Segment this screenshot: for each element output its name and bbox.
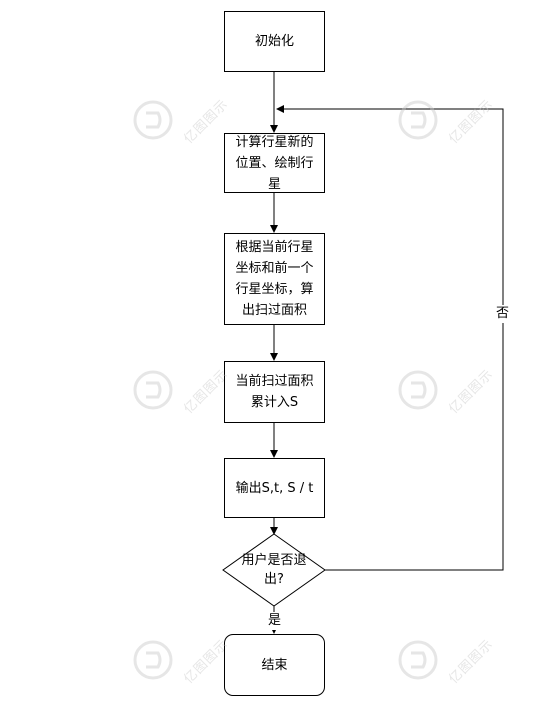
watermark-text: 亿图图示 [181,636,232,687]
watermark-logo-icon [133,100,173,140]
watermark-text: 亿图图示 [181,96,232,147]
edge-label-yes: 是 [266,612,284,630]
node-compute-position-label: 计算行星新的位置、绘制行星 [235,134,314,192]
decision-diamond [222,533,326,607]
node-decision: 用户是否退出? [238,548,310,592]
node-accumulate: 当前扫过面积累计入S [224,361,325,423]
node-sweep-area-label: 根据当前行星坐标和前一个行星坐标，算出扫过面积 [235,240,314,318]
node-sweep-area: 根据当前行星坐标和前一个行星坐标，算出扫过面积 [224,233,325,325]
watermark-mid-right: 亿图图示 [398,366,498,417]
node-end: 结束 [224,634,325,696]
node-end-label: 结束 [261,657,288,673]
node-decision-label: 用户是否退出? [241,553,307,587]
watermark-logo-icon [133,640,173,680]
watermark-top-right: 亿图图示 [398,96,498,147]
node-init: 初始化 [224,11,325,72]
watermark-logo-icon [398,100,438,140]
watermark-bottom-left: 亿图图示 [133,636,233,687]
watermark-logo-icon [398,640,438,680]
watermark-mid-left: 亿图图示 [133,366,233,417]
watermark-text: 亿图图示 [181,366,232,417]
node-accumulate-label: 当前扫过面积累计入S [235,374,314,410]
watermark-text: 亿图图示 [446,636,497,687]
edge-label-no: 否 [494,305,512,323]
edge-decision-loop-back [276,105,504,571]
node-compute-position: 计算行星新的位置、绘制行星 [224,133,325,193]
watermark-text: 亿图图示 [446,366,497,417]
watermark-text: 亿图图示 [446,96,497,147]
node-output-label: 输出S,t, S / t [235,480,314,496]
watermark-top-left: 亿图图示 [133,96,233,147]
node-output: 输出S,t, S / t [224,458,325,518]
watermark-logo-icon [398,370,438,410]
watermark-logo-icon [133,370,173,410]
watermark-bottom-right: 亿图图示 [398,636,498,687]
node-init-label: 初始化 [254,34,294,49]
